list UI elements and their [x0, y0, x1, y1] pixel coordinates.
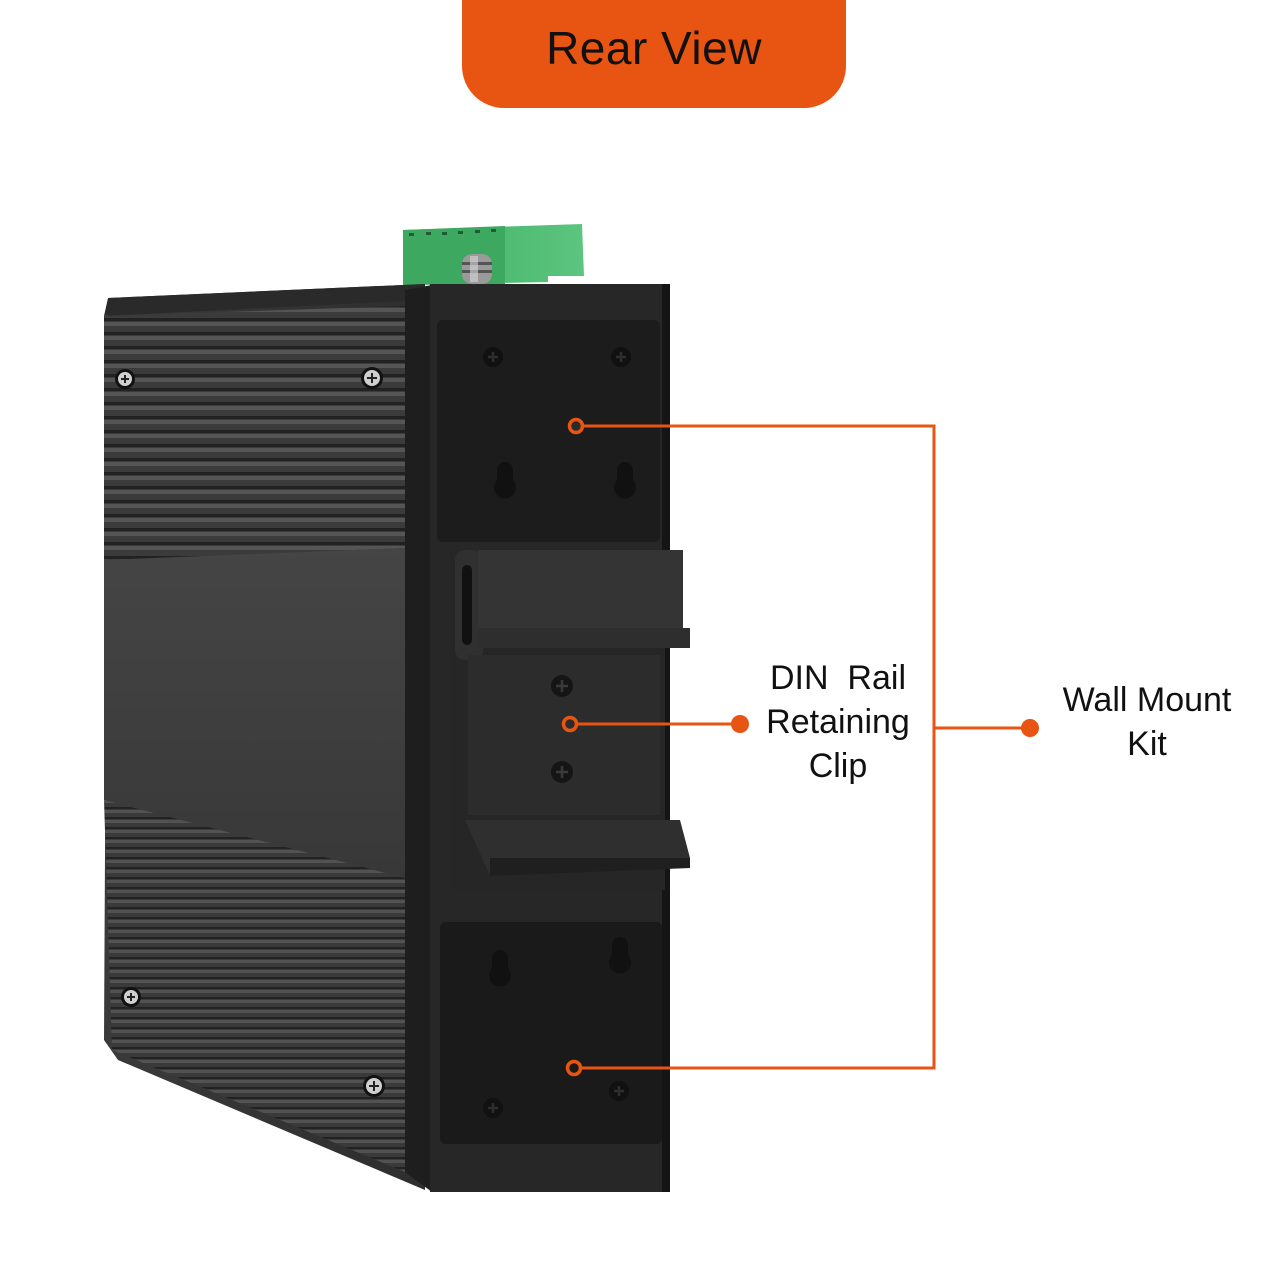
anchor-ring-lower [565, 1059, 583, 1077]
title-banner: Rear View [462, 0, 846, 108]
callout-label-line: DIN Rail [769, 659, 907, 697]
callout-label-wall-mount-kit: Wall Mount Kit [1040, 678, 1254, 766]
side-screw [115, 369, 135, 389]
anchor-ring-upper [567, 417, 585, 435]
callout-dot-din [731, 715, 749, 733]
side-screw [121, 987, 141, 1007]
wall-mount-plate-lower [440, 922, 662, 1144]
side-panel [104, 284, 432, 1192]
callout-wall-mount-lines [565, 417, 1039, 1077]
callout-dot-wall-mount [1021, 719, 1039, 737]
wall-mount-plate-upper [437, 320, 660, 542]
terminal-block [403, 224, 584, 285]
callout-label-din-rail-clip: DIN Rail Retaining Clip [748, 656, 928, 788]
ground-screw [462, 254, 492, 284]
side-screw [363, 1075, 385, 1097]
din-rail-clip [450, 550, 690, 890]
callout-label-line: Wall Mount [1062, 681, 1232, 719]
callout-label-line: Kit [1127, 725, 1167, 763]
page-title: Rear View [546, 22, 762, 74]
callout-din-rail-line [561, 715, 749, 733]
callout-label-line: Clip [808, 747, 868, 785]
anchor-ring-din [561, 715, 579, 733]
side-screw [361, 367, 383, 389]
callout-label-line: Retaining [766, 703, 910, 741]
